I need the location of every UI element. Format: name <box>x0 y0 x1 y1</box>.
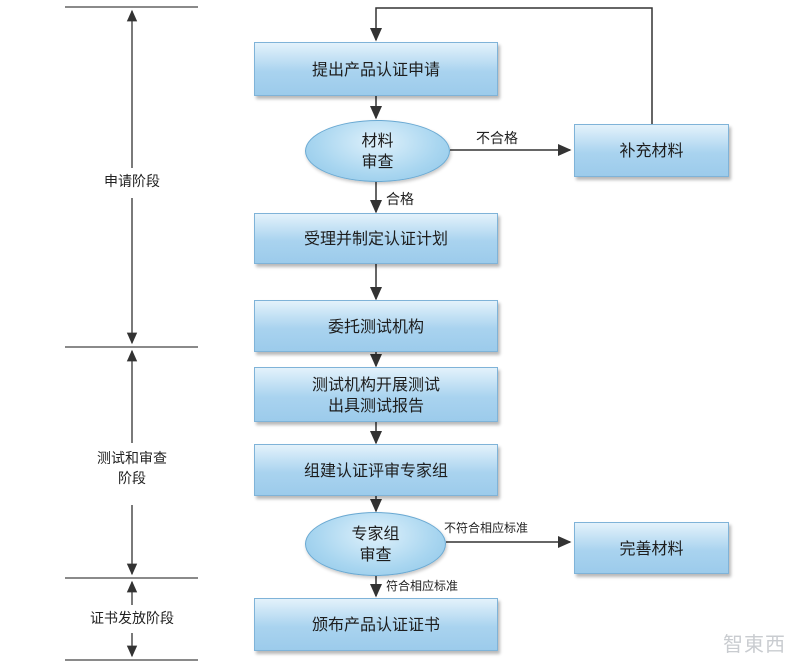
node-submit-application[interactable]: 提出产品认证申请 <box>254 42 498 96</box>
watermark-logo: 智東西 <box>723 632 786 656</box>
node-expert-review[interactable]: 专家组 审查 <box>305 512 446 576</box>
stage-label-application: 申请阶段 <box>104 174 160 190</box>
node-form-expert-group[interactable]: 组建认证评审专家组 <box>254 444 498 496</box>
edge-label-fail: 不合格 <box>476 131 518 147</box>
edge-label-meet: 符合相应标准 <box>386 579 459 593</box>
edge-label-pass: 合格 <box>386 192 414 208</box>
node-material-review[interactable]: 材料 审查 <box>305 120 450 182</box>
node-accept-and-plan[interactable]: 受理并制定认证计划 <box>254 213 498 264</box>
node-issue-certificate[interactable]: 颁布产品认证证书 <box>254 598 498 651</box>
edge-supplement-loop <box>370 7 653 124</box>
node-improve-materials[interactable]: 完善材料 <box>574 522 729 574</box>
node-entrust-lab[interactable]: 委托测试机构 <box>254 300 498 352</box>
node-supplement-materials[interactable]: 补充材料 <box>574 124 729 177</box>
stage-label-testing-review: 测试和审查 阶段 <box>97 451 167 487</box>
stage-label-certificate: 证书发放阶段 <box>90 611 174 627</box>
edge-label-not-meet: 不符合相应标准 <box>444 521 529 535</box>
node-lab-testing-report[interactable]: 测试机构开展测试 出具测试报告 <box>254 367 498 422</box>
